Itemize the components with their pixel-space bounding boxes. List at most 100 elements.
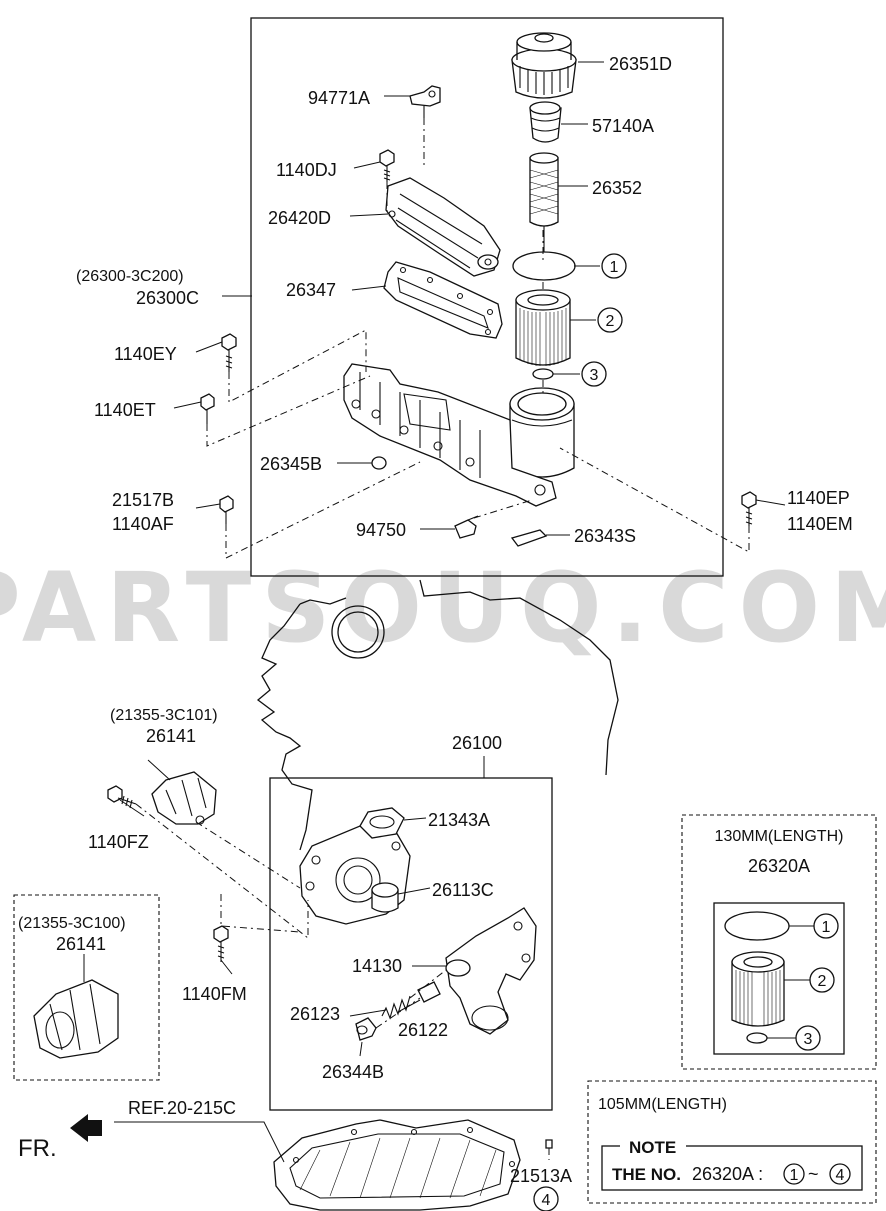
strainer-26352 <box>529 152 559 258</box>
kit-marker-3-text: 3 <box>804 1031 813 1048</box>
kit-marker-3 <box>795 1025 821 1051</box>
spring-26123 <box>381 995 411 1020</box>
note-box <box>601 1145 863 1191</box>
gasket-21343A <box>359 807 405 839</box>
callout-26352: 26352 <box>592 178 642 198</box>
bracket-26141-a <box>151 771 217 825</box>
kit-o-ring-small <box>746 1032 768 1044</box>
gasket-26347 <box>383 261 503 339</box>
callout-21355-alt2: (21355-3C100) <box>18 915 126 932</box>
drain-plug-21513A <box>545 1139 553 1149</box>
marker-2-text: 2 <box>606 313 615 330</box>
pipe-94771A <box>409 85 441 118</box>
filter-element <box>515 289 571 366</box>
strainer-14130 <box>445 907 537 1035</box>
bolt-1140EP <box>741 491 757 526</box>
arrow-left-icon <box>70 1114 102 1142</box>
oil-cooler-26420D <box>385 177 501 277</box>
seal-26113C <box>371 882 399 913</box>
callout-1140EP: 1140EP <box>787 488 850 508</box>
kit-130-part: 26320A <box>748 856 810 876</box>
assembly-box-26300C <box>250 17 724 577</box>
callout-26113C: 26113C <box>432 880 494 900</box>
callout-1140EY: 1140EY <box>114 344 177 364</box>
kit-130mm-box <box>681 814 877 1070</box>
marker-1 <box>601 253 627 279</box>
callout-1140DJ: 1140DJ <box>276 160 337 180</box>
callout-26345B: 26345B <box>260 454 322 474</box>
marker-4 <box>533 1186 559 1211</box>
callout-94750: 94750 <box>356 520 406 540</box>
plug-26345B <box>371 456 387 470</box>
insert-57140A <box>529 101 562 143</box>
bolt-1140FZ <box>107 785 137 809</box>
callout-21343A: 21343A <box>428 810 490 830</box>
note-from: 1 <box>790 1167 799 1184</box>
callout-1140AF: 1140AF <box>112 514 174 534</box>
marker-3 <box>581 361 607 387</box>
bolt-1140AF <box>219 495 234 524</box>
marker-2 <box>597 307 623 333</box>
bolt-1140DJ <box>379 149 395 182</box>
callout-14130: 14130 <box>352 956 402 976</box>
note-prefix: THE NO. <box>612 1165 681 1184</box>
alt-bracket-box <box>13 894 160 1081</box>
callout-1140FM: 1140FM <box>182 984 247 1004</box>
oil-pan <box>273 1119 521 1211</box>
label-plate-26343S <box>510 529 548 547</box>
callout-1140FZ: 1140FZ <box>88 832 149 852</box>
callout-26347: 26347 <box>286 280 336 300</box>
filter-cap-26351D <box>511 32 577 99</box>
callout-26344B: 26344B <box>322 1062 384 1082</box>
plug-26344B <box>355 1017 377 1041</box>
kit-105mm-box <box>587 1080 877 1204</box>
oil-cooler-body <box>343 363 557 507</box>
marker-1-text: 1 <box>610 259 619 276</box>
ref-label: REF.20-215C <box>128 1098 236 1118</box>
kit-105-length: 105MM(LENGTH) <box>598 1096 727 1113</box>
bolt-1140FM <box>213 925 229 962</box>
watermark-text: PARTSOUQ.COM <box>0 552 886 664</box>
note-title: NOTE <box>629 1138 676 1157</box>
callout-1140EM: 1140EM <box>787 514 853 534</box>
sensor-94750 <box>454 515 479 539</box>
marker-3-text: 3 <box>590 367 599 384</box>
plunger-26122 <box>417 981 441 1003</box>
kit-marker-1-text: 1 <box>822 919 831 936</box>
note-marker-from <box>783 1163 805 1185</box>
engine-block-outline <box>256 579 619 851</box>
note-title-bg <box>620 1136 686 1156</box>
kit-marker-2-text: 2 <box>818 973 827 990</box>
callout-94771A: 94771A <box>308 88 370 108</box>
callout-26300C: 26300C <box>136 288 199 308</box>
bolt-1140EY <box>221 333 237 372</box>
callout-26343S: 26343S <box>574 526 636 546</box>
assembly-box-26100 <box>269 777 553 1111</box>
callout-26351D: 26351D <box>609 54 672 74</box>
kit-130-length: 130MM(LENGTH) <box>715 828 844 845</box>
callout-26141a: 26141 <box>146 726 196 746</box>
callout-1140ET: 1140ET <box>94 400 156 420</box>
callout-26300-alt: (26300-3C200) <box>76 268 184 285</box>
callout-26122: 26122 <box>398 1020 448 1040</box>
bolt-1140ET <box>200 393 215 424</box>
marker-4-text: 4 <box>542 1192 551 1209</box>
callout-57140A: 57140A <box>592 116 654 136</box>
callout-26420D: 26420D <box>268 208 331 228</box>
kit-marker-2 <box>809 967 835 993</box>
note-marker-to <box>829 1163 851 1185</box>
oil-filter-housing <box>509 387 575 478</box>
callout-21513A: 21513A <box>510 1166 572 1186</box>
kit-130-inner-box <box>713 902 845 1055</box>
kit-marker-1 <box>813 913 839 939</box>
callout-26141b: 26141 <box>56 934 106 954</box>
bracket-26141-b <box>33 979 119 1059</box>
callout-26100: 26100 <box>452 733 502 753</box>
kit-o-ring-large <box>724 911 790 941</box>
note-sep: ~ <box>808 1164 819 1184</box>
o-ring-large <box>512 251 576 281</box>
callout-26123: 26123 <box>290 1004 340 1024</box>
front-direction: FR. <box>18 1114 102 1162</box>
